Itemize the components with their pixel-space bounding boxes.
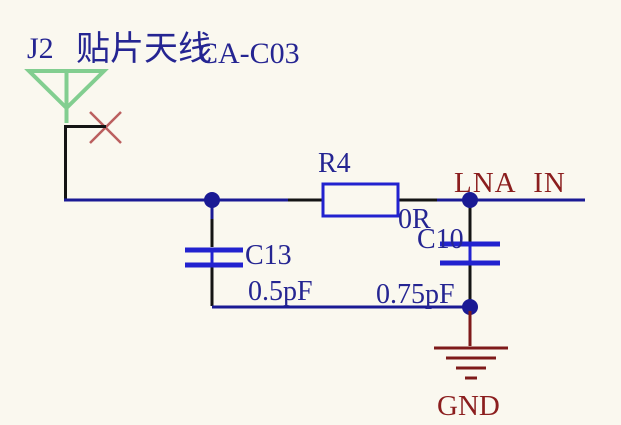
capacitor-c13-body[interactable]: [185, 247, 243, 268]
capacitor-c10-value: 0.75pF: [376, 279, 455, 310]
net-label-lna-in: LNA IN: [454, 167, 566, 199]
resistor-r4-value: 0R: [398, 204, 431, 235]
wire-segments[interactable]: [64, 198, 585, 309]
junction-dot: [462, 192, 478, 208]
junction-dots[interactable]: [204, 192, 478, 315]
capacitor-c13-value: 0.5pF: [248, 276, 313, 307]
junction-dot: [462, 299, 478, 315]
capacitor-c13-designator: C13: [245, 240, 292, 271]
gnd-symbol-icon[interactable]: [434, 311, 508, 380]
resistor-r4-body[interactable]: [321, 182, 400, 218]
capacitor-c10-body[interactable]: [440, 241, 500, 266]
antenna-icon[interactable]: [24, 69, 109, 123]
antenna-part-number: CA-C03: [198, 37, 300, 70]
junction-dot: [204, 192, 220, 208]
antenna-designator: J2: [27, 32, 54, 65]
gnd-label: GND: [437, 390, 500, 422]
pin-segments[interactable]: [64, 125, 472, 306]
resistor-r4-designator: R4: [318, 148, 351, 179]
capacitor-c10-designator: C10: [417, 224, 464, 255]
antenna-name: 贴片天线: [76, 30, 212, 68]
